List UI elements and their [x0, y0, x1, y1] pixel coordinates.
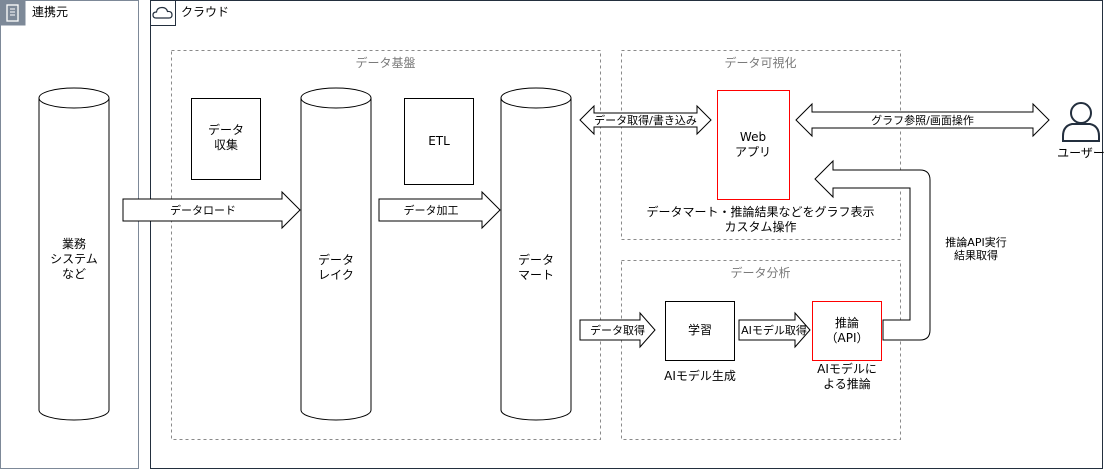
partner-title: 連携元 [32, 5, 69, 19]
data-lake-cylinder [300, 87, 372, 421]
cloud-title: クラウド [181, 5, 230, 19]
inference-box [812, 301, 882, 361]
analysis-group [621, 260, 901, 440]
business-systems-cylinder [38, 87, 110, 421]
data-mart-cylinder [500, 87, 572, 421]
visualization-title: データ可視化 [724, 56, 797, 70]
data-read-write-arrow [579, 104, 712, 136]
inference-label: 推論 （API） [825, 316, 869, 345]
training-box [665, 301, 735, 361]
data-collection-label: データ 収集 [207, 123, 244, 152]
training-label: 学習 [687, 323, 712, 337]
web-app-box [717, 90, 790, 200]
data-processing-label: データ加工 [403, 204, 459, 217]
web-app-label: Web アプリ [734, 130, 771, 159]
building-icon [0, 0, 26, 26]
inference-exec-arrow [814, 159, 931, 341]
data-processing-arrow [378, 190, 501, 230]
analysis-title: データ分析 [730, 266, 791, 280]
business-systems-label: 業務 システム など [50, 237, 98, 281]
data-load-arrow [122, 190, 301, 230]
data-lake-label: データ レイク [317, 253, 354, 282]
graph-reference-label: グラフ参照/画面操作 [871, 114, 974, 127]
cloud-container [150, 0, 1103, 469]
data-fetch-arrow [579, 311, 656, 349]
data-load-label: データロード [170, 204, 236, 217]
data-read-write-label: データ取得/書き込み [594, 114, 697, 127]
graph-reference-arrow [795, 102, 1050, 138]
inference-exec-label: 推論API実行 結果取得 [945, 236, 1007, 262]
etl-box [404, 98, 474, 185]
visualization-description: データマート・推論結果などをグラフ表示 カスタム操作 [646, 205, 875, 234]
data-mart-label: データ マート [517, 253, 554, 282]
model-fetch-arrow [738, 311, 811, 349]
user-label: ユーザー [1057, 146, 1105, 160]
data-fetch-label: データ取得 [590, 324, 645, 337]
visualization-group [621, 50, 901, 240]
data-platform-group [171, 50, 601, 440]
model-generation-caption: AIモデル生成 [664, 369, 736, 383]
etl-label: ETL [428, 134, 450, 148]
data-collection-box [191, 98, 261, 180]
cloud-icon [150, 0, 176, 26]
model-fetch-label: AIモデル取得 [741, 324, 807, 337]
user-icon [1062, 102, 1100, 142]
model-inference-caption: AIモデルに よる推論 [817, 362, 877, 391]
data-platform-title: データ基盤 [355, 56, 416, 70]
partner-container [0, 0, 139, 469]
